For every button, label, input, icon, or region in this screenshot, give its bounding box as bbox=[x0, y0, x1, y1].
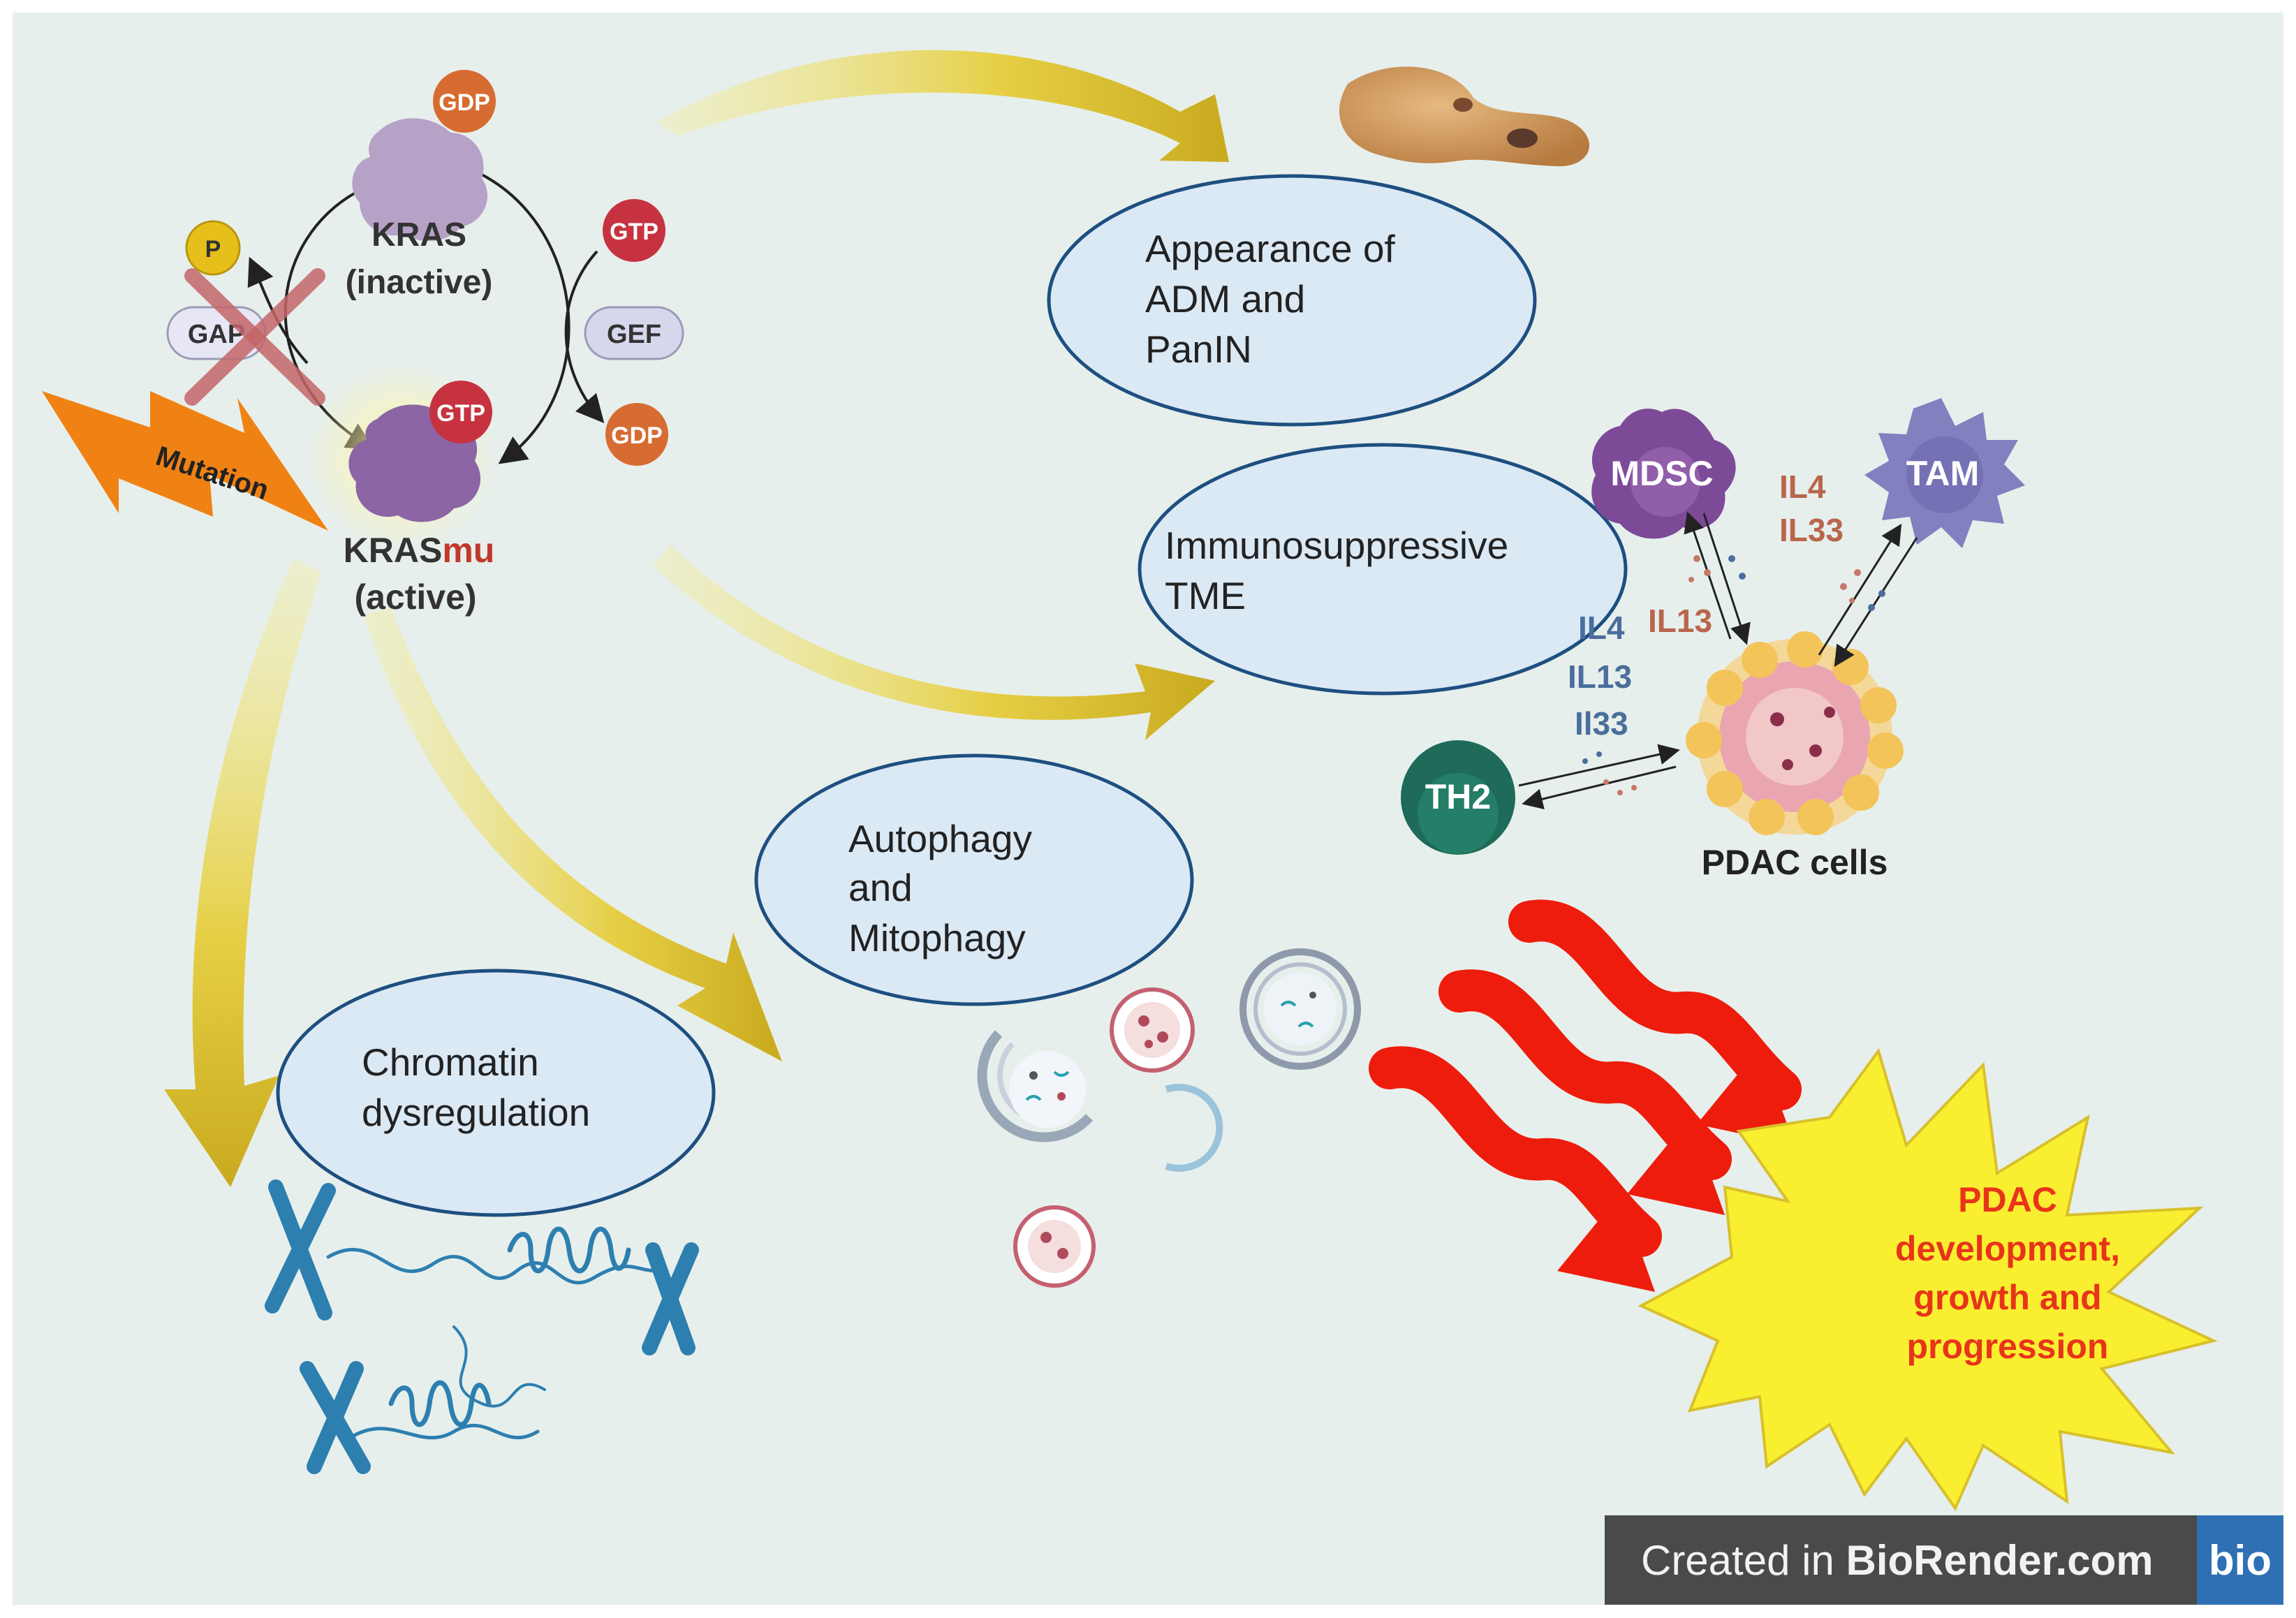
autophagy-line1: Autophagy bbox=[848, 817, 1032, 860]
gdp-top-badge: GDP bbox=[433, 70, 496, 133]
mdsc-il13: IL13 bbox=[1648, 603, 1712, 639]
gef-arc bbox=[564, 250, 605, 424]
arrow-to-chromatin bbox=[164, 559, 321, 1187]
adm-panin-node: Appearance of ADM and PanIN bbox=[1047, 174, 1537, 427]
adm-line3: PanIN bbox=[1145, 328, 1252, 371]
inhibition-cross-icon bbox=[184, 268, 325, 406]
phosphate-badge: P bbox=[185, 220, 241, 276]
yellow-arrows bbox=[164, 50, 1229, 1187]
gdp-top-label: GDP bbox=[439, 89, 490, 116]
pdac-outcome-burst: PDAC development, growth and progression bbox=[1638, 1047, 2218, 1512]
autophagosome-icon bbox=[977, 1030, 1094, 1142]
autophagy-line2: and bbox=[848, 866, 913, 909]
kras-inactive-protein bbox=[352, 118, 488, 242]
gef-pill: GEF bbox=[584, 306, 684, 360]
chromatin-node: Chromatin dysregulation bbox=[276, 969, 716, 1217]
chromosome-icon bbox=[642, 1242, 699, 1355]
gdp-right-label: GDP bbox=[611, 422, 663, 449]
kras-active-state: (active) bbox=[354, 578, 476, 617]
tam-il33: IL33 bbox=[1779, 512, 1844, 548]
arrow-to-tme bbox=[653, 545, 1215, 740]
gdp-right-badge: GDP bbox=[605, 403, 668, 466]
tme-line1: Immunosuppressive bbox=[1165, 524, 1508, 567]
watermark-logo: bio bbox=[2209, 1537, 2272, 1584]
pdac-cells-cluster: PDAC cells bbox=[1686, 631, 1904, 882]
chromatin-icon bbox=[265, 1179, 699, 1474]
dna-strand bbox=[347, 1423, 540, 1441]
dna-coil bbox=[507, 1226, 631, 1274]
gtp-active-badge: GTP bbox=[429, 381, 492, 443]
th2-il33: Il33 bbox=[1575, 705, 1628, 742]
chromatin-line1: Chromatin bbox=[362, 1040, 539, 1084]
autolysosome-icon bbox=[1239, 948, 1361, 1070]
red-arrows bbox=[1369, 899, 1802, 1257]
starburst-shape bbox=[1638, 1047, 2218, 1512]
th2-label: TH2 bbox=[1425, 777, 1491, 816]
red-wavy-arrow bbox=[1508, 899, 1802, 1110]
gef-label: GEF bbox=[607, 320, 661, 349]
tam-il4: IL4 bbox=[1779, 469, 1826, 505]
cytokine-dots bbox=[1603, 555, 1861, 795]
chromatin-line2: dysregulation bbox=[362, 1091, 590, 1134]
watermark-brand: BioRender.com bbox=[1846, 1537, 2154, 1584]
adm-line2: ADM and bbox=[1145, 277, 1305, 321]
result-line2: development, bbox=[1895, 1229, 2120, 1268]
kras-inactive-label: KRAS bbox=[371, 216, 466, 253]
red-wavy-arrow bbox=[1369, 1046, 1662, 1257]
lysosome-icon-1 bbox=[1110, 987, 1195, 1073]
arrow-to-pancreas bbox=[656, 50, 1229, 162]
cytokine-dots-blue bbox=[1582, 555, 1885, 764]
watermark-text: Created in BioRender.com bbox=[1641, 1537, 2154, 1584]
signalling-arrows bbox=[1518, 511, 1918, 809]
arrow-to-autophagy bbox=[363, 608, 782, 1061]
th2-il4: IL4 bbox=[1578, 610, 1625, 646]
kras-mu-prefix: KRAS bbox=[344, 531, 443, 570]
tme-node: Immunosuppressive TME bbox=[1138, 443, 1628, 696]
mutation-lightning-icon bbox=[42, 391, 328, 531]
kras-inactive-state: (inactive) bbox=[346, 264, 493, 301]
result-line1: PDAC bbox=[1958, 1180, 2057, 1219]
dna-strand bbox=[452, 1325, 546, 1408]
biorender-watermark: Created in BioRender.com bio bbox=[1605, 1515, 2283, 1605]
autophagy-line3: Mitophagy bbox=[848, 916, 1026, 959]
gtp-right-label: GTP bbox=[610, 219, 658, 245]
mdsc-label: MDSC bbox=[1610, 454, 1713, 493]
chromosome-icon bbox=[265, 1179, 336, 1321]
lysosome-icon-2 bbox=[1013, 1205, 1096, 1288]
kras-cycle: GDP KRAS (inactive) GTP GEF GDP P GAP bbox=[42, 70, 684, 617]
adm-line1: Appearance of bbox=[1145, 227, 1395, 270]
tam-label: TAM bbox=[1906, 454, 1980, 493]
autophagy-node: Autophagy and Mitophagy bbox=[754, 753, 1194, 1006]
red-wavy-arrow bbox=[1438, 969, 1732, 1180]
phagophore-icon bbox=[1165, 1084, 1223, 1172]
gtp-active-label: GTP bbox=[436, 400, 485, 427]
result-line3: growth and bbox=[1913, 1278, 2101, 1317]
watermark-prefix: Created in bbox=[1641, 1537, 1846, 1584]
th2-cell: TH2 bbox=[1401, 740, 1515, 855]
mdsc-cell: MDSC bbox=[1591, 409, 1736, 539]
chromosome-icon bbox=[300, 1361, 371, 1474]
phosphate-label: P bbox=[205, 236, 221, 263]
gtp-right-badge: GTP bbox=[603, 199, 665, 262]
th2-il13: IL13 bbox=[1568, 659, 1632, 695]
tam-cell: TAM bbox=[1864, 398, 2025, 548]
result-line4: progression bbox=[1907, 1327, 2109, 1366]
kras-mu-suffix: mu bbox=[442, 531, 494, 570]
tme-line2: TME bbox=[1165, 574, 1246, 617]
red-arrowheads bbox=[1557, 1047, 1795, 1292]
pdac-cells-label: PDAC cells bbox=[1702, 843, 1888, 882]
dna-strand bbox=[326, 1248, 658, 1285]
pancreas-icon bbox=[1339, 66, 1590, 167]
kras-mu-label: KRASmu bbox=[344, 531, 495, 570]
